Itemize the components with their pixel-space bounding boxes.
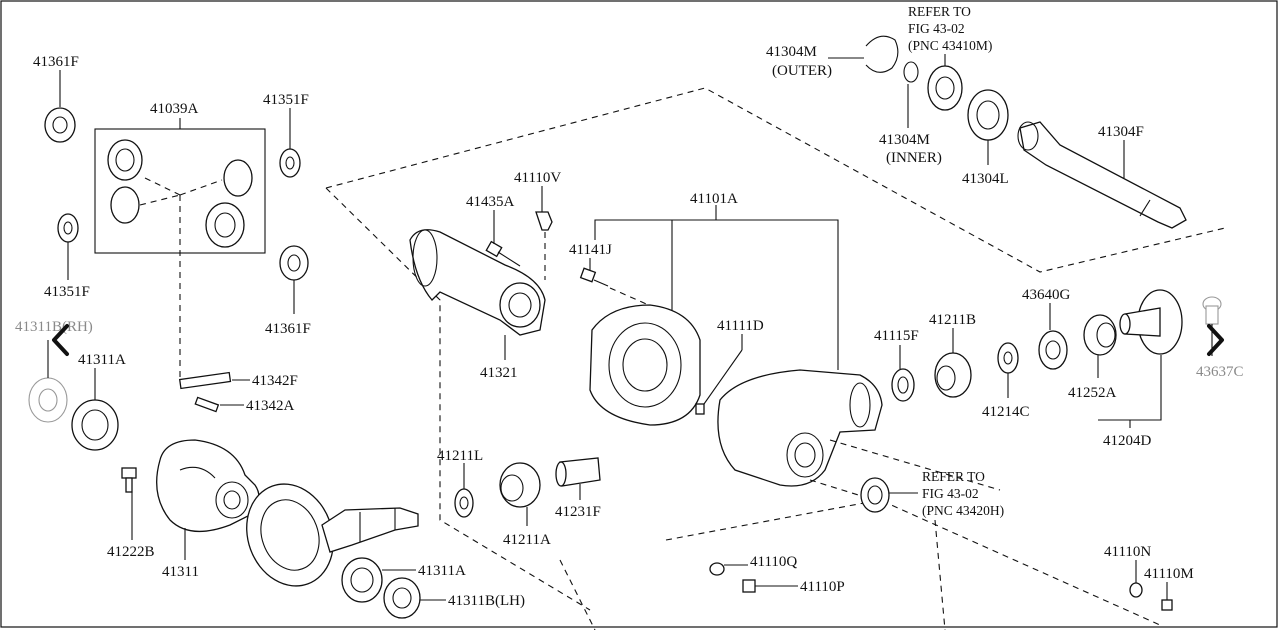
label-41351F-top: 41351F (263, 92, 309, 108)
label-41435A: 41435A (466, 194, 515, 210)
label-41110V: 41110V (514, 170, 561, 186)
note-top-line2: FIG 43-02 (908, 21, 965, 36)
label-41304L: 41304L (962, 171, 1009, 187)
label-41039A: 41039A (150, 101, 199, 117)
part-41204D: 41204D (1098, 355, 1162, 449)
label-41311: 41311 (162, 564, 199, 580)
label-41101A: 41101A (690, 191, 738, 207)
label-41351F-left: 41351F (44, 284, 90, 300)
chevron-left-icon (52, 324, 69, 356)
part-41435A: 41435A (466, 194, 521, 267)
part-rear-carrier (717, 369, 1001, 499)
part-41351F-left: 41351F (44, 213, 90, 300)
part-ring-gear-pinion (246, 483, 419, 587)
note-mid-line2: FIG 43-02 (922, 486, 979, 501)
label-41141J: 41141J (569, 242, 612, 258)
part-41342F: 41342F (178, 371, 298, 390)
part-41361F-top: 41361F (33, 54, 79, 143)
label-41222B: 41222B (107, 544, 155, 560)
part-41101A: 41101A (594, 191, 839, 370)
part-41311A-bottom: 41311A (341, 557, 466, 603)
label-41311B-RH: 41311B(RH) (15, 319, 93, 335)
label-41110Q: 41110Q (750, 554, 797, 570)
label-41110M: 41110M (1144, 566, 1194, 582)
part-41311B-RH: 41311B(RH) (15, 319, 93, 423)
chevron-right-icon (1207, 324, 1224, 356)
note-top-line1: REFER TO (908, 4, 971, 19)
label-41311A-bottom: 41311A (418, 563, 466, 579)
assembly-boundary (325, 87, 1226, 630)
part-41214C: 41214C (982, 342, 1030, 420)
part-41141J: 41141J (569, 242, 661, 311)
label-41311A-left: 41311A (78, 352, 126, 368)
note-refer-43410M: REFER TO FIG 43-02 (PNC 43410M) (908, 4, 992, 53)
part-41304L: 41304L (962, 89, 1009, 187)
part-front-carrier (589, 304, 701, 426)
part-43640G: 43640G (1022, 287, 1071, 370)
part-41311A-left: 41311A (71, 352, 126, 451)
label-41304F: 41304F (1098, 124, 1144, 140)
part-41304M-inner: 41304M (INNER) (879, 61, 942, 166)
part-41110Q: 41110Q (709, 554, 797, 576)
label-41321: 41321 (480, 365, 518, 381)
label-41304M-outer: 41304M (766, 44, 817, 60)
part-41361F-right: 41361F (265, 245, 311, 337)
next-figure-button[interactable] (1198, 318, 1232, 362)
label-41211B: 41211B (929, 312, 976, 328)
part-41231F: 41231F (555, 457, 601, 520)
label-43640G: 43640G (1022, 287, 1071, 303)
part-41211L: 41211L (437, 448, 483, 518)
part-43637C: 43637C (1196, 296, 1244, 380)
label-41214C: 41214C (982, 404, 1030, 420)
part-41304M-outer: 41304M (OUTER) (766, 35, 899, 79)
label-41304M-inner-sub: (INNER) (886, 150, 942, 166)
label-41110P: 41110P (800, 579, 845, 595)
label-41311B-LH: 41311B(LH) (448, 593, 525, 609)
part-41351F-top: 41351F (263, 92, 309, 178)
part-41342A: 41342A (194, 396, 295, 414)
part-41110P: 41110P (742, 579, 845, 595)
part-seal-43410M (927, 54, 963, 111)
label-43637C: 43637C (1196, 364, 1244, 380)
part-41211A: 41211A (499, 462, 551, 548)
part-41222B: 41222B (107, 467, 155, 560)
label-41111D: 41111D (717, 318, 764, 334)
label-41231F: 41231F (555, 504, 601, 520)
note-mid-line1: REFER TO (922, 469, 985, 484)
part-flange (1119, 289, 1183, 355)
part-41110N: 41110N (1104, 544, 1151, 598)
part-41311: 41311 (156, 439, 260, 580)
part-41304F: 41304F (1017, 121, 1187, 229)
note-top-line3: (PNC 43410M) (908, 38, 992, 53)
label-41252A: 41252A (1068, 385, 1117, 401)
label-41211A: 41211A (503, 532, 551, 548)
label-41204D: 41204D (1103, 433, 1152, 449)
part-41211B: 41211B (929, 312, 976, 398)
part-41039A: 41039A (94, 101, 266, 380)
part-41115F: 41115F (874, 328, 919, 402)
part-41111D: 41111D (695, 318, 764, 415)
part-41311B-LH: 41311B(LH) (383, 577, 525, 619)
note-refer-43420H: REFER TO FIG 43-02 (PNC 43420H) (922, 469, 1004, 518)
part-seal-43420H (860, 477, 918, 513)
part-41110M: 41110M (1144, 566, 1194, 611)
note-mid-line3: (PNC 43420H) (922, 503, 1004, 518)
part-41110V: 41110V (514, 170, 561, 280)
label-41361F-right: 41361F (265, 321, 311, 337)
label-41361F-top: 41361F (33, 54, 79, 70)
label-41115F: 41115F (874, 328, 919, 344)
part-41252A: 41252A (1068, 314, 1117, 401)
label-41211L: 41211L (437, 448, 483, 464)
label-41304M-inner: 41304M (879, 132, 930, 148)
label-41342F: 41342F (252, 373, 298, 389)
label-41304M-outer-sub: (OUTER) (772, 63, 832, 79)
previous-figure-button[interactable] (44, 318, 78, 362)
part-41321: 41321 (409, 229, 546, 381)
label-41110N: 41110N (1104, 544, 1151, 560)
label-41342A: 41342A (246, 398, 295, 414)
